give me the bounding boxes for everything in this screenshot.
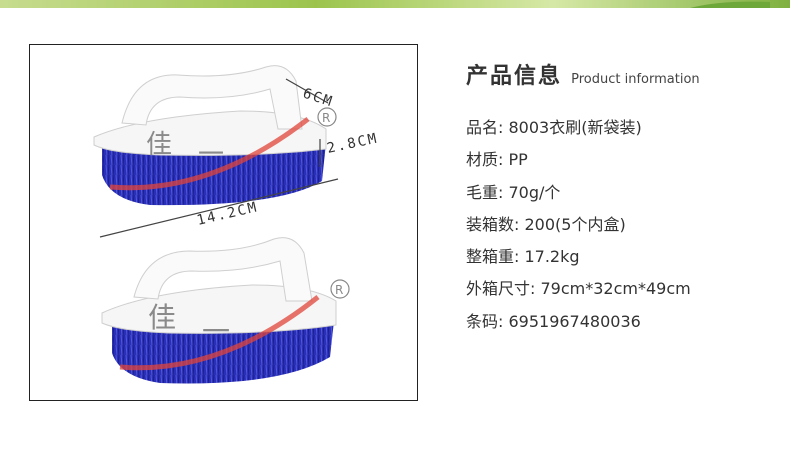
width-dim-line	[285, 78, 329, 104]
spec-gross-weight: 毛重: 70g/个	[466, 182, 561, 202]
top-banner	[0, 0, 790, 8]
brand-char-bottom-2: 一	[202, 315, 230, 348]
dim-height-label: 2.8CM	[326, 130, 380, 156]
svg-text:R: R	[322, 111, 330, 125]
brand-char-top-2: 一	[198, 140, 224, 170]
registered-mark-top	[317, 107, 337, 127]
title-en: Product information	[571, 72, 700, 87]
brand-char-top: 佳	[146, 130, 172, 160]
registered-mark-bottom	[330, 279, 350, 299]
spec-carton-weight: 整箱重: 17.2kg	[466, 247, 580, 267]
dim-width-label: 6CM	[301, 86, 336, 111]
leaf-decoration	[690, 1, 770, 8]
section-title: 产品信息 Product information	[466, 58, 700, 90]
title-cn: 产品信息	[466, 64, 563, 89]
brand-char-bottom: 佳	[148, 301, 176, 334]
spec-barcode: 条码: 6951967480036	[466, 311, 641, 331]
spec-list: 品名: 8003衣刷(新袋装) 材质: PP 毛重: 70g/个 装箱数: 20…	[466, 112, 691, 338]
spec-carton-size: 外箱尺寸: 79cm*32cm*49cm	[466, 279, 691, 299]
product-photo: 佳 一 R 6CM 2.8CM 14.2CM 佳 一 R	[29, 44, 418, 401]
brush-bottom: 佳 一 R	[101, 237, 350, 384]
spec-product-name: 品名: 8003衣刷(新袋装)	[466, 118, 642, 137]
length-dim-line	[99, 178, 339, 238]
brush-top: 佳 一 R	[93, 65, 337, 206]
spec-packing-qty: 装箱数: 200(5个内盒)	[466, 214, 626, 234]
svg-text:R: R	[335, 283, 343, 297]
spec-material: 材质: PP	[466, 150, 528, 170]
